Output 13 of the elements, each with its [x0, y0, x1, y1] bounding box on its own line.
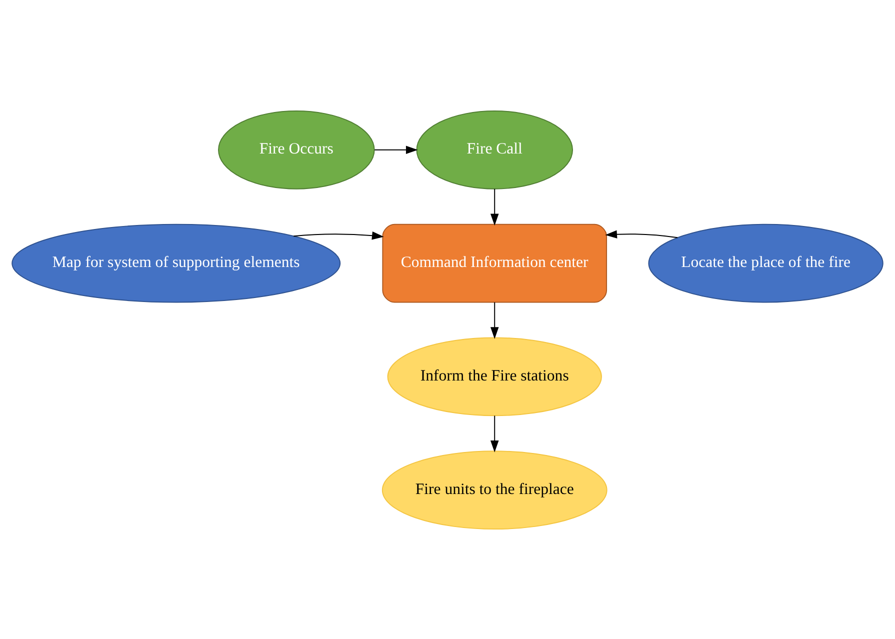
arrow: [490, 188, 499, 226]
arrow: [605, 230, 678, 238]
node-ellipse: Map for system of supporting elements: [12, 223, 341, 302]
node-box: Command Information center: [382, 223, 608, 302]
arrow: [490, 414, 499, 452]
node-ellipse: Locate the place of the fire: [648, 223, 884, 302]
node-ellipse: Inform the Fire stations: [387, 336, 602, 416]
arrow: [374, 145, 418, 154]
arrow: [490, 301, 499, 338]
node-ellipse: Fire units to the fireplace: [382, 450, 608, 530]
node-ellipse: Fire Call: [416, 110, 573, 189]
node-ellipse: Fire Occurs: [218, 110, 375, 189]
arrow: [293, 231, 384, 240]
